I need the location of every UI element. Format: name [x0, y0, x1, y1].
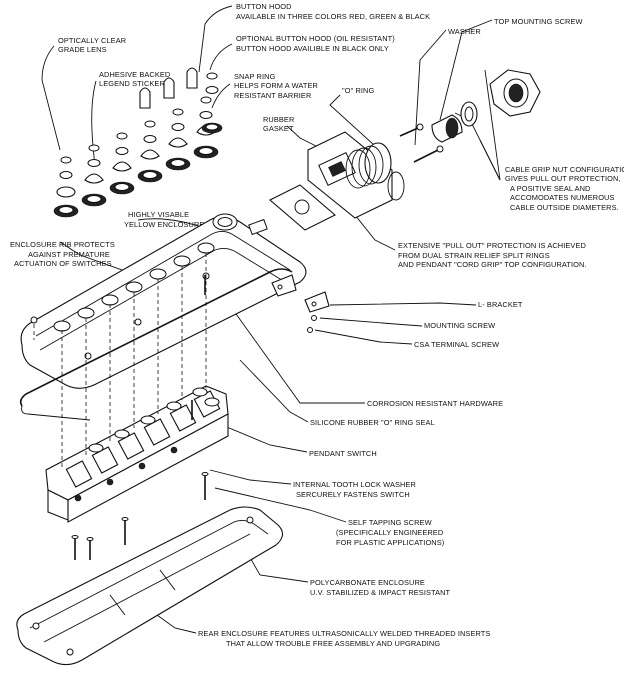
label-internal-tooth-line2: SERCURELY FASTENS SWITCH: [296, 490, 410, 499]
leader-lines: [41, 5, 501, 634]
top-mounting-screws: [399, 123, 444, 163]
label-adhesive-sticker: ADHESIVE BACKED LEGEND STICKER: [99, 70, 170, 88]
label-button-hood-desc: AVAILABLE IN THREE COLORS RED, GREEN & B…: [236, 12, 430, 21]
label-highly-visable: HIGHLY VISABLE YELLOW ENCLOSURE: [124, 210, 204, 229]
label-cable-grip: CABLE GRIP NUT CONFIGURATION, GIVES PULL…: [505, 165, 624, 212]
label-rib-line3: ACTUATION OF SWITCHES: [14, 259, 112, 268]
label-cable-grip-line2: GIVES PULL OUT PROTECTION,: [505, 174, 621, 183]
label-rear-enclosure: REAR ENCLOSURE FEATURES ULTRASONICALLY W…: [198, 629, 490, 648]
label-internal-tooth: INTERNAL TOOTH LOCK WASHER SERCURELY FAS…: [293, 480, 416, 499]
label-adhesive-line1: ADHESIVE BACKED: [99, 70, 170, 79]
l-brackets: [271, 274, 330, 333]
cable-entry-assembly: [269, 69, 541, 231]
label-rubber-gasket: RUBBER GASKET: [263, 115, 294, 133]
label-optional-hood-line2: BUTTON HOOD AVAILIBLE IN BLACK ONLY: [236, 44, 389, 53]
enclosure-button-holes: [53, 242, 215, 332]
threaded-neck: [345, 142, 392, 189]
pendant-switch-module: [45, 385, 229, 523]
label-csa-terminal-screw: CSA TERMINAL SCREW: [414, 340, 499, 349]
label-rib-line2: AGAINST PREMATURE: [28, 250, 110, 259]
switch-blocks: [65, 390, 221, 488]
label-rear-enclosure-line1: REAR ENCLOSURE FEATURES ULTRASONICALLY W…: [198, 629, 490, 638]
label-top-mounting-screw: TOP MOUNTING SCREW: [494, 17, 583, 26]
stack-column-7: [201, 72, 223, 134]
stack-column-3: [109, 132, 135, 195]
label-highly-visable-line2: YELLOW ENCLOSURE: [124, 220, 204, 229]
label-self-tapping: SELF TAPPING SCREW (SPECIFICALLY ENGINEE…: [336, 518, 444, 547]
label-rubber-gasket-line1: RUBBER: [263, 115, 294, 124]
label-rear-enclosure-line2: THAT ALLOW TROUBLE FREE ASSEMBLY AND UPG…: [226, 639, 440, 648]
label-corrosion-resistant: CORROSION RESISTANT HARDWARE: [367, 399, 503, 408]
label-rubber-gasket-line2: GASKET: [263, 124, 294, 133]
optional-hoods: [139, 67, 198, 109]
label-optional-hood-line1: OPTIONAL BUTTON HOOD (OIL RESISTANT): [236, 34, 395, 43]
label-highly-visable-line1: HIGHLY VISABLE: [128, 210, 189, 219]
label-snap-ring-line3: RESISTANT BARRIER: [234, 91, 311, 100]
label-cable-grip-line4: ACCOMODATES NUMEROUS: [510, 193, 615, 202]
stack-column-5: [165, 108, 191, 171]
stack-column-4: [137, 120, 163, 183]
label-button-hood-title: BUTTON HOOD: [236, 2, 292, 11]
label-polycarbonate: POLYCARBONATE ENCLOSURE U.V. STABILIZED …: [310, 578, 451, 597]
self-tapping-screws: [71, 275, 209, 560]
label-o-ring: "O" RING: [342, 86, 374, 95]
label-cable-grip-line3: A POSITIVE SEAL AND: [510, 184, 591, 193]
label-pull-out: EXTENSIVE "PULL OUT" PROTECTION IS ACHIE…: [398, 241, 587, 269]
label-self-tapping-line2: (SPECIFICALLY ENGINEERED: [336, 528, 443, 537]
label-pull-out-line3: AND PENDANT "CORD GRIP" TOP CONFIGURATIO…: [398, 260, 587, 269]
label-cable-grip-line5: CABLE OUTSIDE DIAMETERS.: [510, 203, 619, 212]
label-button-hood: BUTTON HOOD AVAILABLE IN THREE COLORS RE…: [236, 2, 430, 21]
label-optically-clear: OPTICALLY CLEAR GRADE LENS: [58, 36, 126, 54]
label-mounting-screw: MOUNTING SCREW: [424, 321, 495, 330]
label-polycarbonate-line2: U.V. STABILIZED & IMPACT RESISTANT: [310, 588, 451, 597]
label-snap-ring-line2: HELPS FORM A WATER: [234, 81, 318, 90]
label-l-bracket: L- BRACKET: [478, 300, 523, 309]
switch-plungers: [88, 387, 220, 453]
label-optically-clear-line1: OPTICALLY CLEAR: [58, 36, 126, 45]
label-self-tapping-line3: FOR PLASTIC APPLICATIONS): [336, 538, 444, 547]
label-rib-line1: ENCLOSURE RIB PROTECTS: [10, 240, 115, 249]
label-optional-button-hood: OPTIONAL BUTTON HOOD (OIL RESISTANT) BUT…: [236, 34, 395, 53]
cable-grip-nut: [489, 69, 541, 117]
label-internal-tooth-line1: INTERNAL TOOTH LOCK WASHER: [293, 480, 416, 489]
alignment-lines: [33, 253, 207, 470]
label-snap-ring-line1: SNAP RING: [234, 72, 276, 81]
rear-enclosure: [16, 506, 284, 666]
label-cable-grip-line1: CABLE GRIP NUT CONFIGURATION,: [505, 165, 624, 174]
label-enclosure-rib: ENCLOSURE RIB PROTECTS AGAINST PREMATURE…: [10, 240, 115, 268]
label-pull-out-line1: EXTENSIVE "PULL OUT" PROTECTION IS ACHIE…: [398, 241, 586, 250]
label-silicone-rubber: SILICONE RUBBER "O" RING SEAL: [310, 418, 435, 427]
button-stacks: [53, 67, 223, 218]
top-enclosure: [20, 213, 307, 389]
label-self-tapping-line1: SELF TAPPING SCREW: [348, 518, 432, 527]
silicone-o-ring-seal: [19, 268, 293, 421]
label-snap-ring: SNAP RING HELPS FORM A WATER RESISTANT B…: [234, 72, 318, 100]
label-pendant-switch: PENDANT SWITCH: [309, 449, 377, 458]
label-pull-out-line2: FROM DUAL STRAIN RELIEF SPLIT RINGS: [398, 251, 550, 260]
label-adhesive-line2: LEGEND STICKER: [99, 79, 165, 88]
stack-column-1: [53, 156, 79, 218]
stack-column-2: [81, 144, 107, 207]
label-polycarbonate-line1: POLYCARBONATE ENCLOSURE: [310, 578, 425, 587]
label-optically-clear-line2: GRADE LENS: [58, 45, 107, 54]
